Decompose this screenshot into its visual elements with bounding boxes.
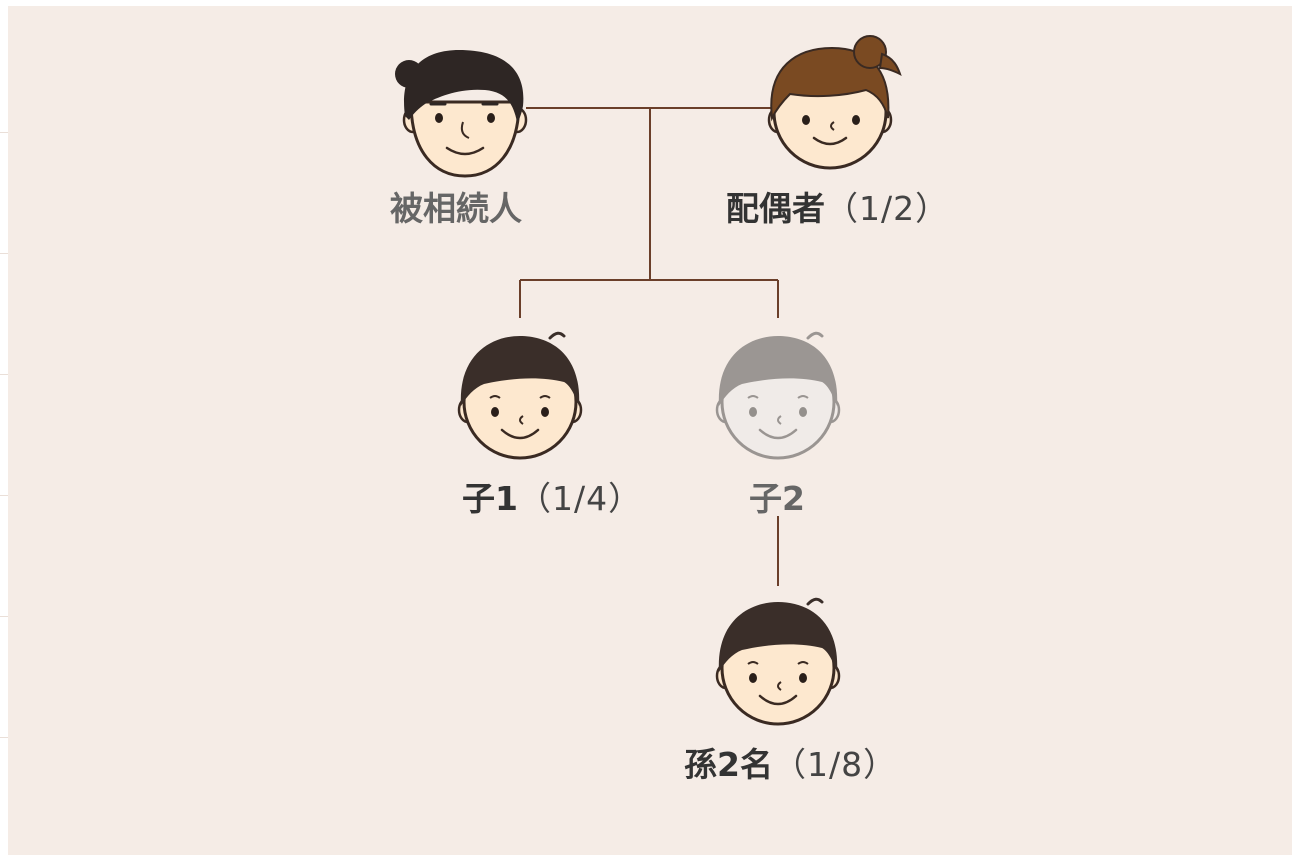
- spouse-label: 配偶者（1/2）: [726, 192, 949, 225]
- edge-mark: [0, 253, 8, 254]
- grandchild-name: 孫2名: [684, 745, 773, 784]
- child1-share: （1/4）: [517, 479, 643, 518]
- child1-name: 子1: [462, 479, 518, 518]
- child2-name: 子2: [749, 479, 805, 518]
- woman-face-icon: [767, 34, 902, 170]
- edge-mark: [0, 495, 8, 496]
- decedent-label: 被相続人: [390, 192, 522, 225]
- man-face-icon: [393, 48, 528, 178]
- boy-face-icon-grayed: [715, 331, 841, 460]
- child2-label: 子2: [749, 482, 805, 515]
- decedent-name: 被相続人: [390, 189, 522, 228]
- boy-face-icon: [715, 597, 841, 726]
- spouse-share: （1/2）: [825, 189, 950, 228]
- spouse-name: 配偶者: [726, 189, 825, 228]
- edge-mark: [0, 616, 8, 617]
- connector-lines: [519, 107, 779, 586]
- edge-mark: [0, 132, 8, 133]
- grandchild-share: （1/8）: [772, 745, 898, 784]
- edge-mark: [0, 737, 8, 738]
- boy-face-icon: [457, 331, 583, 460]
- edge-mark: [0, 374, 8, 375]
- child1-label: 子1（1/4）: [462, 482, 642, 515]
- grandchild-label: 孫2名（1/8）: [684, 748, 897, 781]
